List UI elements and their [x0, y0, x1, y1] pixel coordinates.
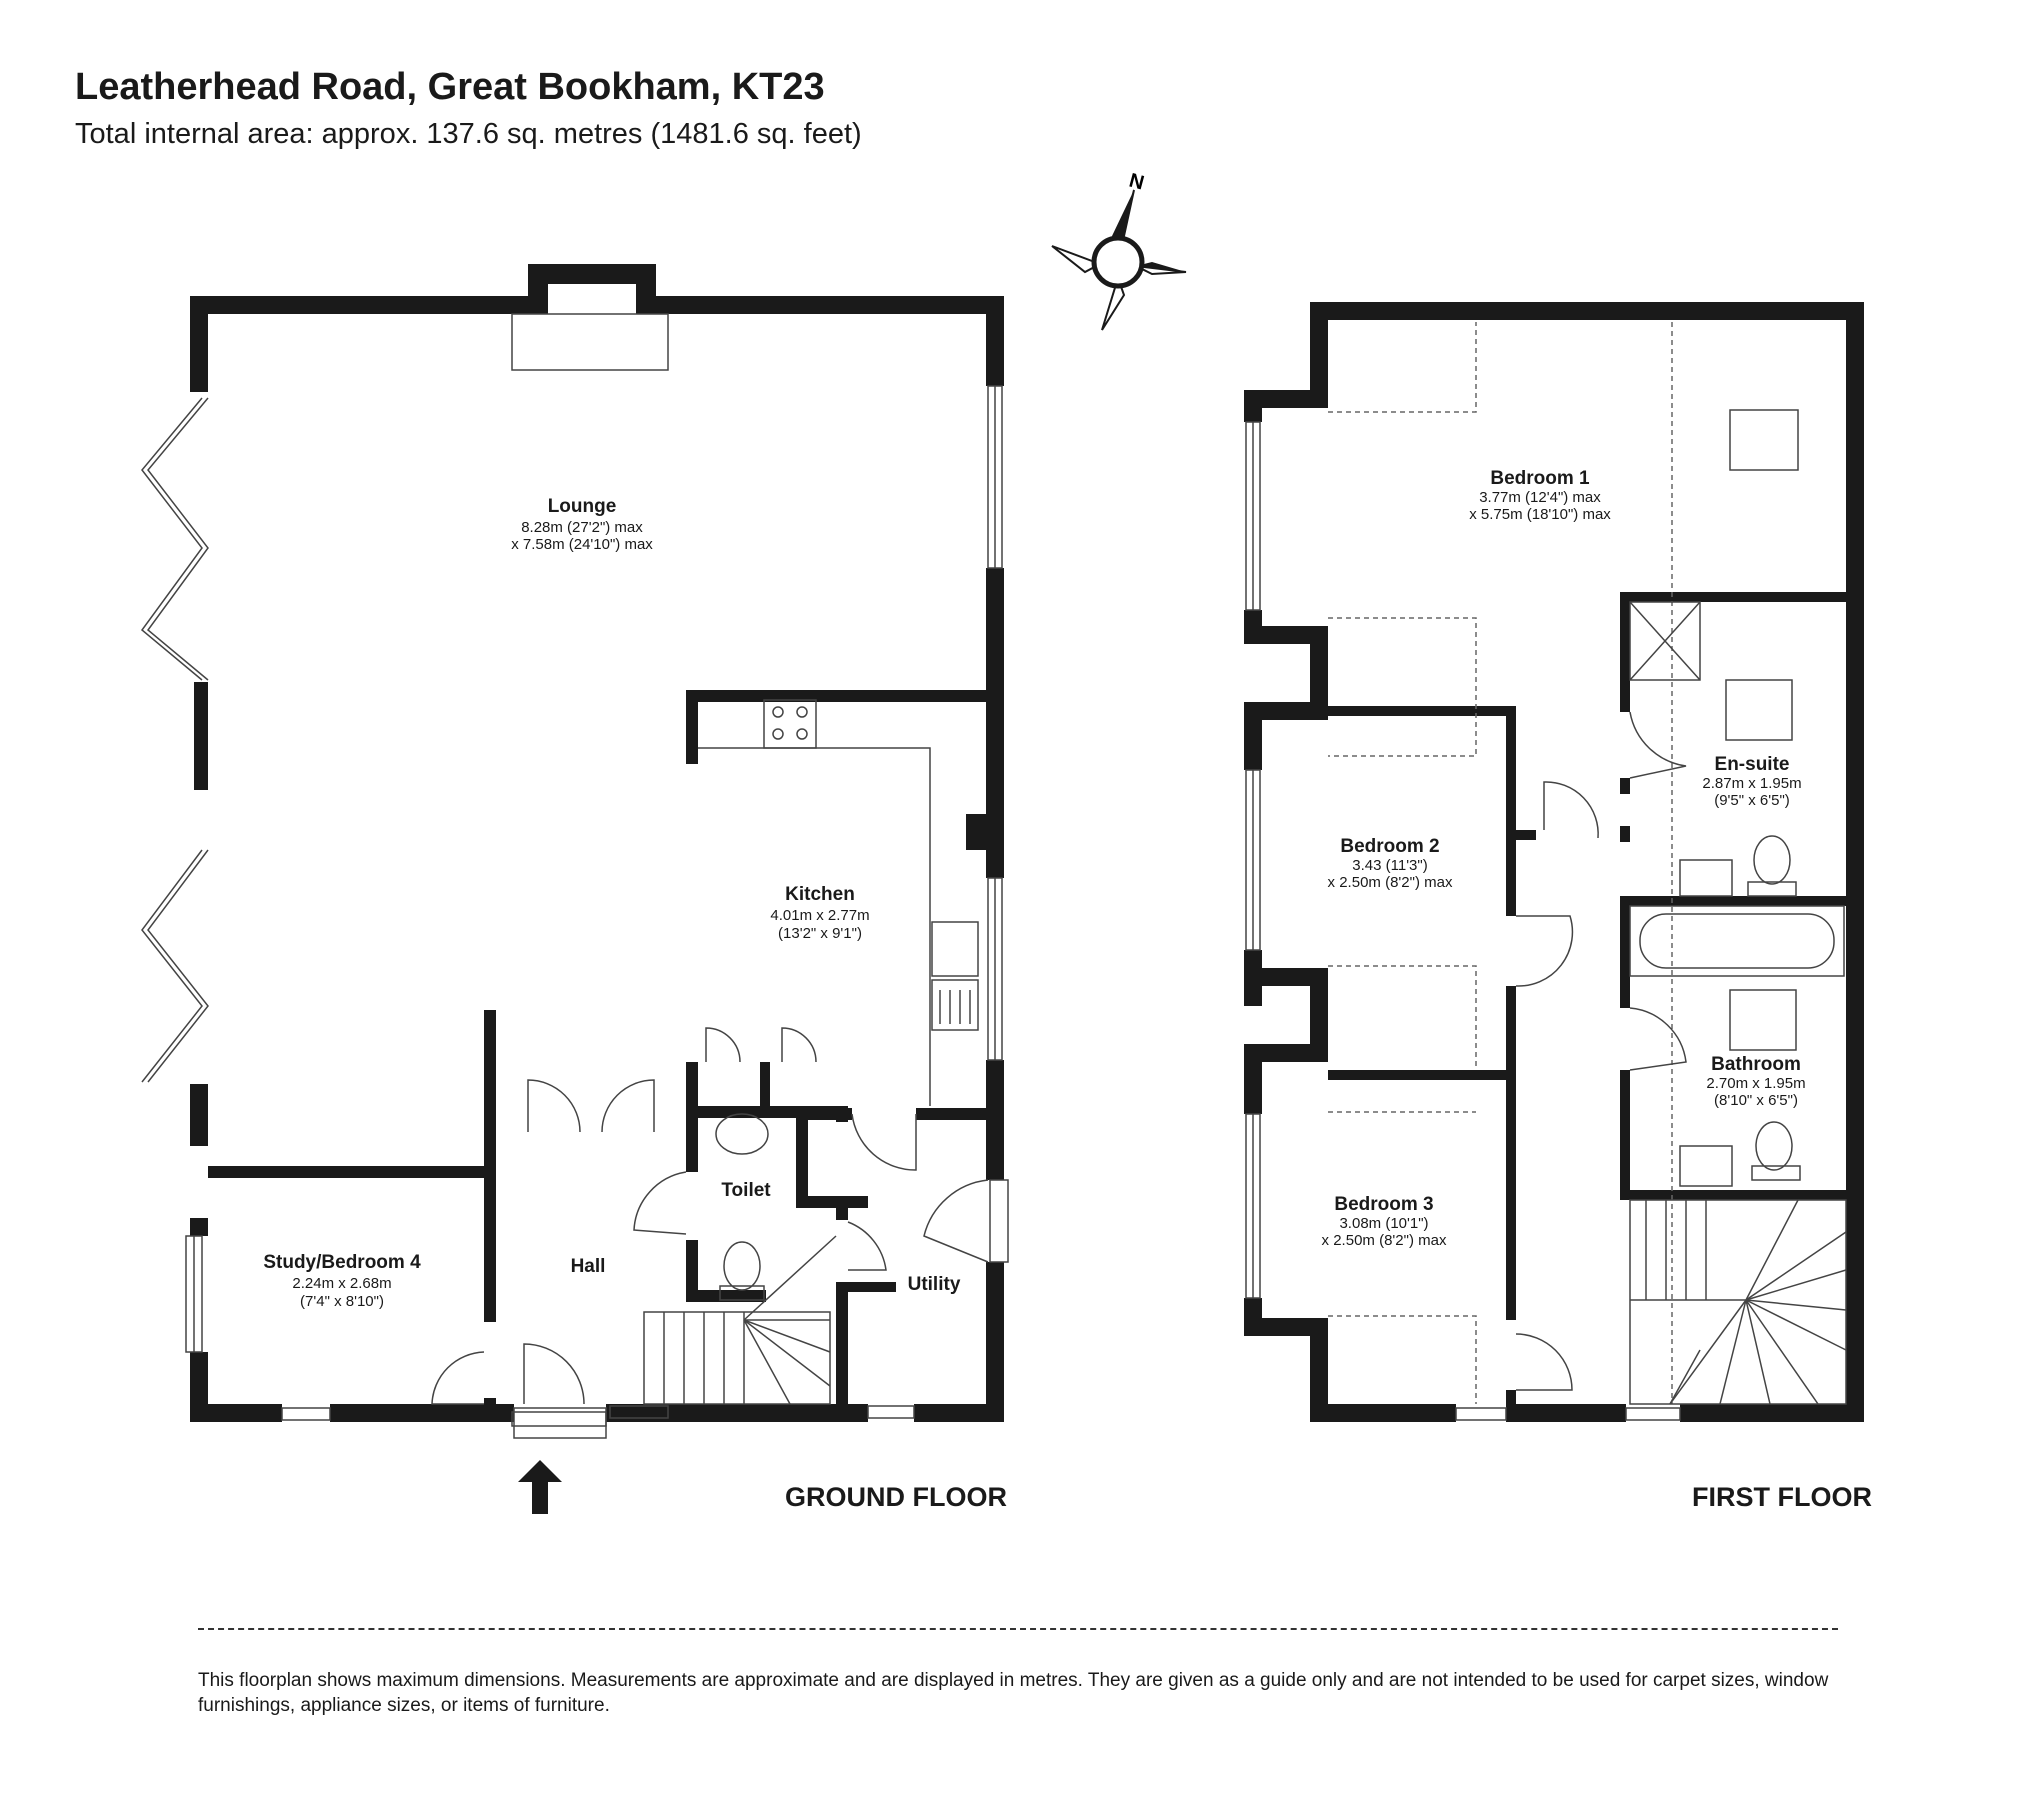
room-dim-bedroom1-1: 3.77m (12'4") max — [1479, 489, 1601, 506]
ground-floor-label: GROUND FLOOR — [785, 1482, 1007, 1512]
compass-north-label: N — [1127, 170, 1147, 195]
ground-floor-fixtures — [140, 313, 1009, 1439]
room-dim-bedroom3-1: 3.08m (10'1") — [1339, 1215, 1428, 1232]
room-dim-bathroom-1: 2.70m x 1.95m — [1706, 1075, 1805, 1092]
room-dim-ensuite-1: 2.87m x 1.95m — [1702, 775, 1801, 792]
room-dim-bedroom3-2: x 2.50m (8'2") max — [1322, 1232, 1447, 1249]
room-name-bedroom3: Bedroom 3 — [1334, 1194, 1433, 1215]
room-dim-study-2: (7'4" x 8'10") — [300, 1293, 384, 1310]
room-name-hall: Hall — [571, 1256, 606, 1277]
room-dim-bedroom1-2: x 5.75m (18'10") max — [1469, 506, 1611, 523]
room-name-ensuite: En-suite — [1715, 754, 1790, 775]
room-dim-ensuite-2: (9'5" x 6'5") — [1714, 792, 1790, 809]
first-floor-walls — [1244, 302, 1864, 1422]
first-floor-label: FIRST FLOOR — [1692, 1482, 1872, 1512]
compass-icon — [1051, 189, 1187, 331]
room-dim-bedroom2-1: 3.43 (11'3") — [1352, 857, 1427, 874]
disclaimer-text: This floorplan shows maximum dimensions.… — [198, 1670, 1829, 1716]
room-dim-kitchen-1: 4.01m x 2.77m — [770, 907, 869, 924]
plan-subtitle: Total internal area: approx. 137.6 sq. m… — [75, 118, 862, 150]
room-name-bedroom1: Bedroom 1 — [1490, 468, 1590, 489]
room-name-kitchen: Kitchen — [785, 884, 855, 905]
room-dim-lounge-1: 8.28m (27'2") max — [521, 519, 643, 536]
entrance-arrow-icon — [518, 1460, 562, 1514]
plan-title: Leatherhead Road, Great Bookham, KT23 — [75, 66, 825, 108]
room-dim-bathroom-2: (8'10" x 6'5") — [1714, 1092, 1798, 1109]
room-dim-lounge-2: x 7.58m (24'10") max — [511, 536, 653, 553]
room-name-study: Study/Bedroom 4 — [263, 1252, 421, 1273]
ground-floor-walls — [190, 264, 1004, 1422]
room-dim-kitchen-2: (13'2" x 9'1") — [778, 925, 862, 942]
room-dim-study-1: 2.24m x 2.68m — [292, 1275, 391, 1292]
room-name-toilet: Toilet — [721, 1180, 771, 1201]
room-dim-bedroom2-2: x 2.50m (8'2") max — [1328, 874, 1453, 891]
first-floor-fixtures — [1245, 322, 1847, 1421]
room-name-bedroom2: Bedroom 2 — [1340, 836, 1439, 857]
room-name-bathroom: Bathroom — [1711, 1054, 1801, 1075]
room-name-utility: Utility — [908, 1274, 961, 1295]
divider-line — [198, 1628, 1838, 1630]
room-name-lounge: Lounge — [548, 496, 617, 517]
